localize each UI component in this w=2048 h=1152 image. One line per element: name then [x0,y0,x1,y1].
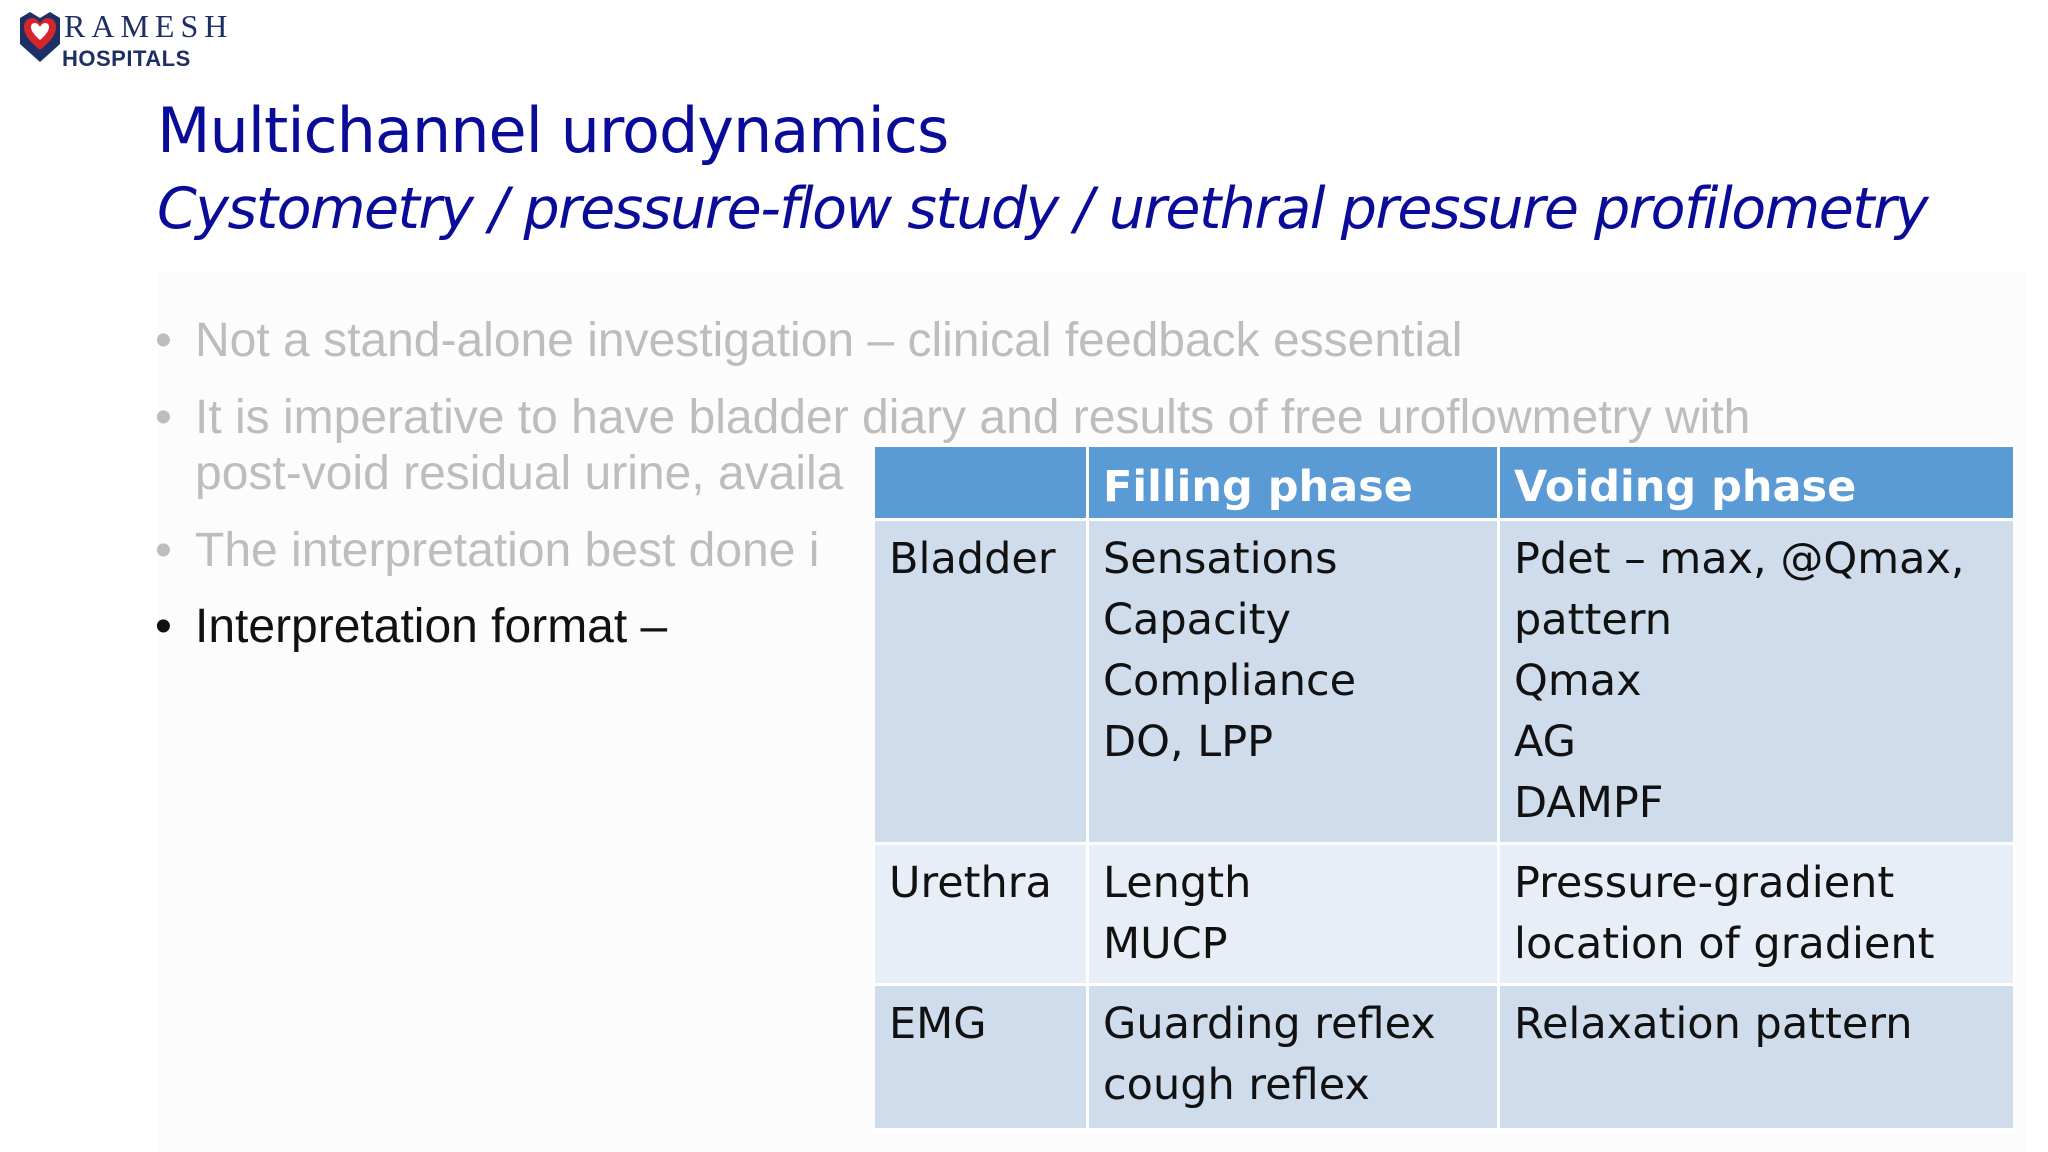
cell-line: location of gradient [1514,919,1935,969]
cell-line: MUCP [1103,919,1228,969]
table-header-row: Filling phase Voiding phase [872,444,2016,521]
voiding-cell: Pdet – max, @Qmax, pattern Qmax AG DAMPF [1497,518,2016,845]
cell-line: Pdet – max, @Qmax, [1514,534,1965,584]
cell-line: Sensations [1103,534,1338,584]
bullet-text: Not a stand-alone investigation – clinic… [195,314,1463,367]
cell-line: Qmax [1514,656,1642,706]
filling-cell: Guarding reflex cough reflex [1086,983,1500,1131]
bullet-text: The interpretation best done i [195,524,820,577]
cell-line: AG [1514,717,1576,767]
cell-line: Relaxation pattern [1514,999,1913,1049]
slide-subtitle: Cystometry / pressure-flow study / ureth… [157,176,1929,242]
filling-cell: Sensations Capacity Compliance DO, LPP [1086,518,1500,845]
logo-subname: HOSPITALS [62,46,191,71]
cell-line: Pressure-gradient [1514,858,1895,908]
cell-line: pattern [1514,595,1672,645]
cell-line: cough reflex [1103,1060,1370,1110]
table-row-bladder: Bladder Sensations Capacity Compliance D… [872,518,2016,845]
row-label: EMG [872,983,1089,1131]
bullet-marker: • [155,314,172,367]
hospital-logo: RAMESH HOSPITALS [18,8,238,71]
cell-line: Compliance [1103,656,1357,706]
bullet-marker: • [155,524,172,577]
bullet-text: Interpretation format – [195,600,668,653]
row-label: Urethra [872,842,1089,986]
bullet-marker: • [155,391,172,444]
cell-line: Guarding reflex [1103,999,1436,1049]
header-cell-empty [872,444,1089,521]
cell-line: DAMPF [1514,778,1664,828]
header-cell-voiding: Voiding phase [1497,444,2016,521]
interpretation-table: Filling phase Voiding phase Bladder Sens… [872,444,2016,1131]
voiding-cell: Pressure-gradient location of gradient [1497,842,2016,986]
row-label: Bladder [872,518,1089,845]
table-row-emg: EMG Guarding reflex cough reflex Relaxat… [872,983,2016,1131]
cell-line: Length [1103,858,1252,908]
heart-shield-icon [20,12,60,62]
cell-line: DO, LPP [1103,717,1274,767]
table-row-urethra: Urethra Length MUCP Pressure-gradient lo… [872,842,2016,986]
bullet-text-line: It is imperative to have bladder diary a… [195,391,1751,444]
filling-cell: Length MUCP [1086,842,1500,986]
bullet-marker: • [155,600,172,653]
logo-name: RAMESH [64,8,234,44]
slide-title: Multichannel urodynamics [157,94,949,167]
bullet-text-line: post-void residual urine, availa [195,447,844,500]
voiding-cell: Relaxation pattern [1497,983,2016,1131]
header-cell-filling: Filling phase [1086,444,1500,521]
cell-line: Capacity [1103,595,1291,645]
bullet-text: It is imperative to have bladder diary a… [195,390,1750,502]
